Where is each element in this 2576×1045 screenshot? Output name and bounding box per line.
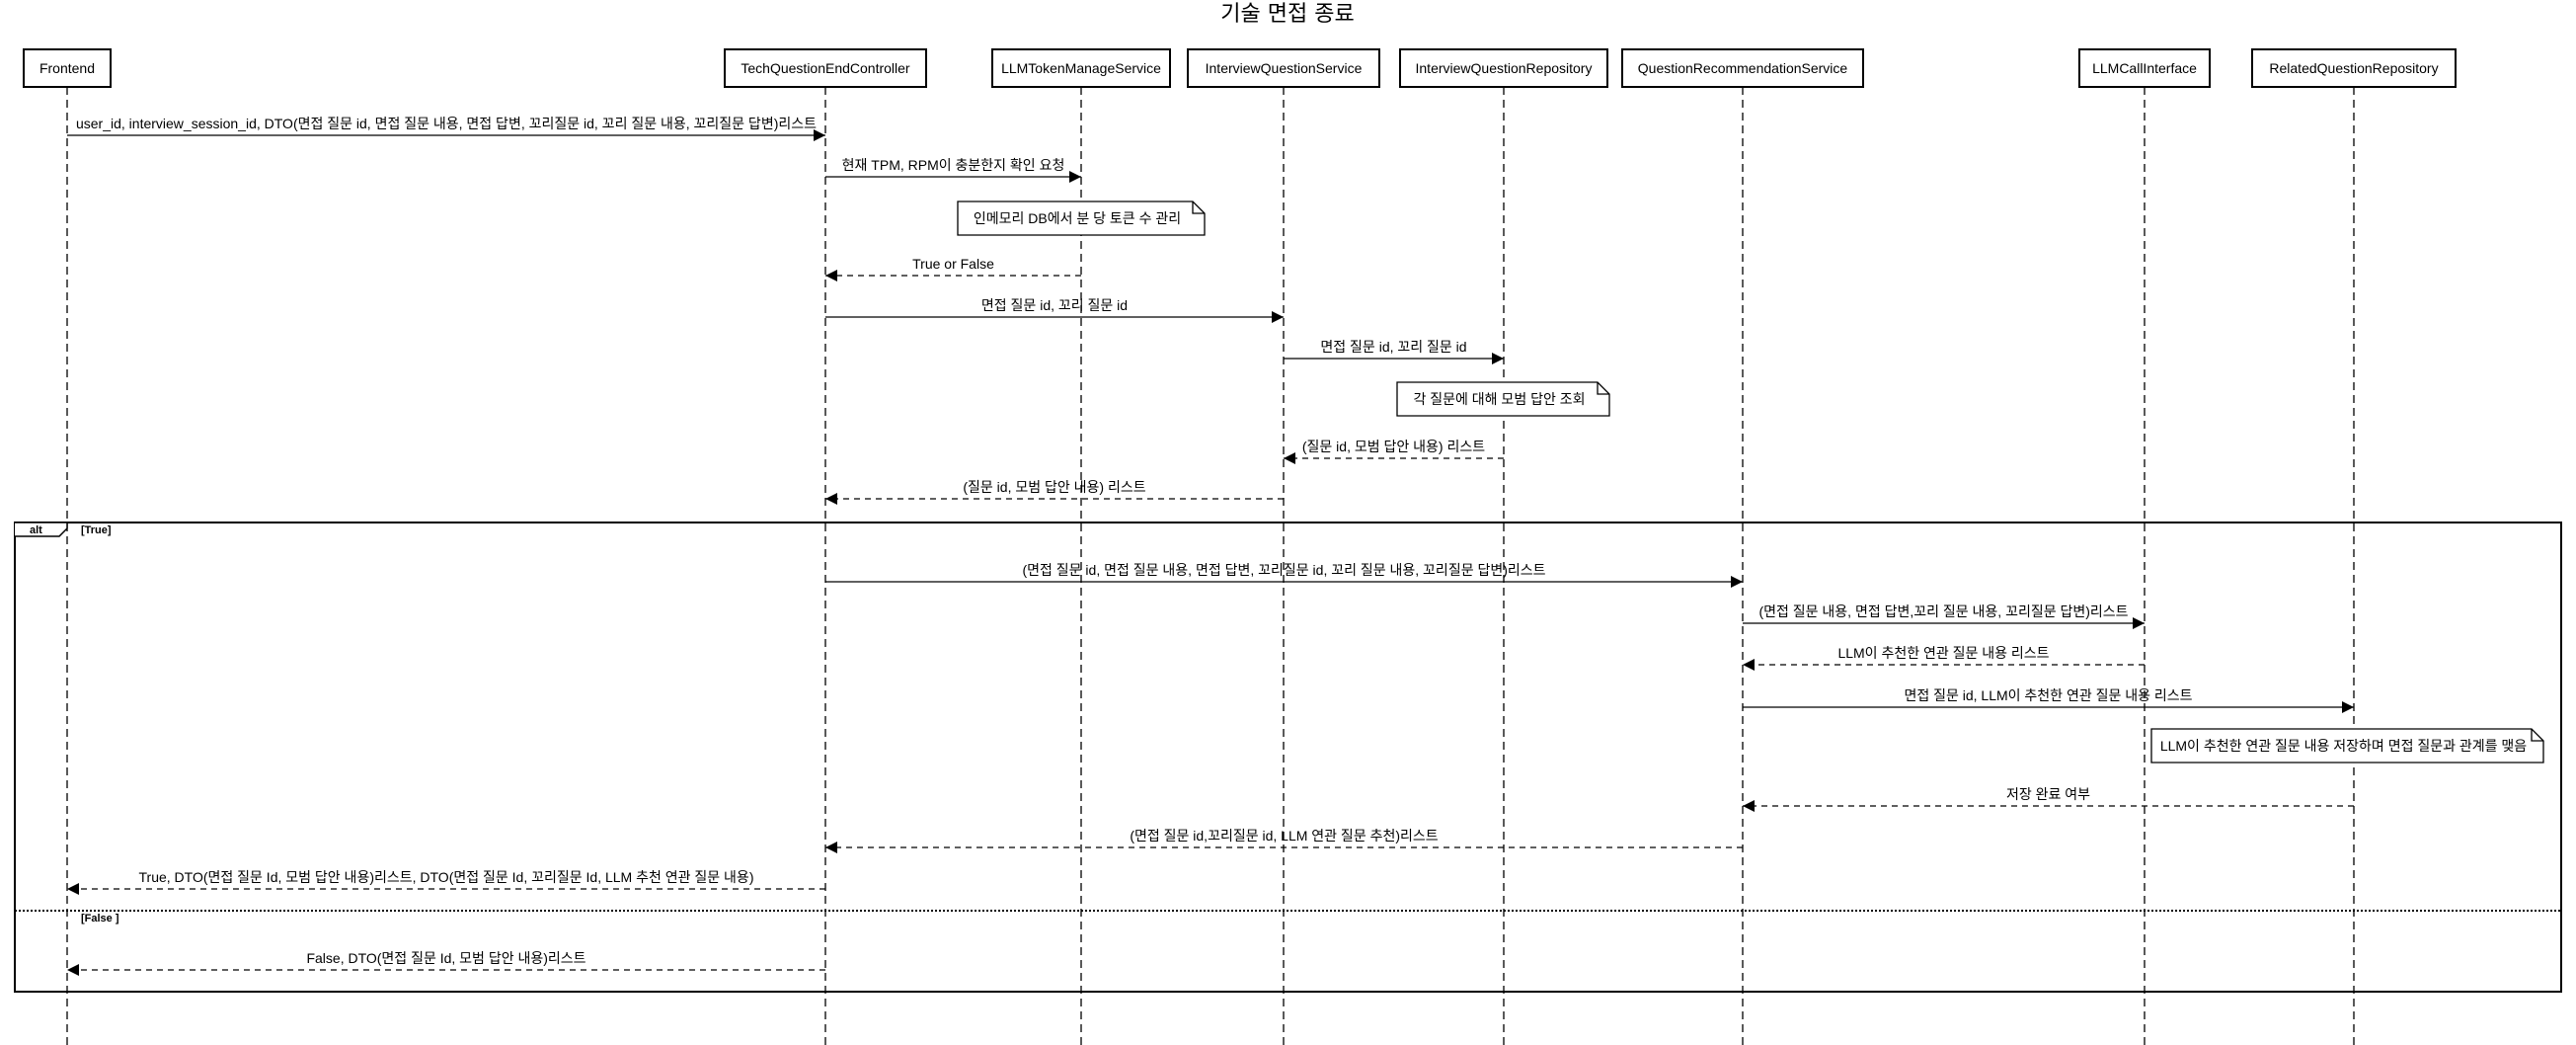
participant-box xyxy=(2251,48,2457,88)
participant-frontend: Frontend xyxy=(23,48,112,88)
note-3: LLM이 추천한 연관 질문 내용 저장하며 면접 질문과 관계를 맺음 xyxy=(2150,728,2544,764)
message-label: (면접 질문 내용, 면접 답변,꼬리 질문 내용, 꼬리질문 답변)리스트 xyxy=(1758,603,2128,619)
participant-label: RelatedQuestionRepository xyxy=(2269,60,2438,76)
note-text: 각 질문에 대해 모범 답안 조회 xyxy=(1413,391,1585,407)
participant-interviewquestionrepository: InterviewQuestionRepository xyxy=(1399,48,1608,88)
participant-label: QuestionRecommendationService xyxy=(1638,60,1848,76)
message-label: True or False xyxy=(912,256,994,272)
lifelines xyxy=(66,87,2355,1045)
message-14: True, DTO(면접 질문 Id, 모범 답안 내용)리스트, DTO(면접… xyxy=(67,869,825,895)
message-12: 저장 완료 여부 xyxy=(1743,786,2354,812)
participant-box xyxy=(991,48,1171,88)
participant-boxes: Frontend TechQuestionEndController LLMToke… xyxy=(23,48,2457,88)
message-label: 면접 질문 id, 꼬리 질문 id xyxy=(1320,339,1466,355)
participant-relatedquestionrepository: RelatedQuestionRepository xyxy=(2251,48,2457,88)
message-label: True, DTO(면접 질문 Id, 모범 답안 내용)리스트, DTO(면접… xyxy=(139,869,754,885)
messages: user_id, interview_session_id, DTO(면접 질문… xyxy=(67,116,2354,976)
diagram-title: 기술 면접 종료 xyxy=(1220,2,1354,27)
participant-interviewquestionservice: InterviewQuestionService xyxy=(1187,48,1380,88)
message-3: True or False xyxy=(825,256,1081,281)
message-label: LLM이 추천한 연관 질문 내용 리스트 xyxy=(1837,645,2049,661)
participant-llmcallinterface: LLMCallInterface xyxy=(2078,48,2211,88)
note-text: 인메모리 DB에서 분 당 토큰 수 관리 xyxy=(974,210,1181,226)
message-label: 저장 완료 여부 xyxy=(2006,786,2090,802)
participant-box xyxy=(2078,48,2211,88)
message-label: (면접 질문 id,꼬리질문 id, LLM 연관 질문 추천)리스트 xyxy=(1130,828,1438,844)
note-text: LLM이 추천한 연관 질문 내용 저장하며 면접 질문과 관계를 맺음 xyxy=(2160,738,2527,754)
message-label: 면접 질문 id, 꼬리 질문 id xyxy=(981,297,1128,313)
note-box xyxy=(957,201,1206,236)
message-label: (질문 id, 모범 답안 내용) 리스트 xyxy=(1302,439,1485,454)
participant-label: InterviewQuestionRepository xyxy=(1416,60,1593,76)
fragment-operator: alt xyxy=(30,524,42,536)
note-fold xyxy=(1192,201,1205,214)
participant-box xyxy=(1621,48,1864,88)
message-8: (면접 질문 id, 면접 질문 내용, 면접 답변, 꼬리질문 id, 꼬리 … xyxy=(825,562,1743,588)
participant-box xyxy=(1187,48,1380,88)
participant-llmtokenmanageservice: LLMTokenManageService xyxy=(991,48,1171,88)
note-1: 인메모리 DB에서 분 당 토큰 수 관리 xyxy=(957,201,1206,236)
note-box xyxy=(2150,728,2544,764)
message-label: 현재 TPM, RPM이 충분한지 확인 요청 xyxy=(842,157,1065,173)
note-box xyxy=(1396,381,1610,417)
message-6: (질문 id, 모범 답안 내용) 리스트 xyxy=(1284,439,1504,464)
message-label: False, DTO(면접 질문 Id, 모범 답안 내용)리스트 xyxy=(306,950,585,966)
participant-techquestionendcontroller: TechQuestionEndController xyxy=(724,48,927,88)
message-11: 면접 질문 id, LLM이 추천한 연관 질문 내용 리스트 xyxy=(1743,687,2354,713)
fragment-frame xyxy=(14,522,2562,993)
message-label: user_id, interview_session_id, DTO(면접 질문… xyxy=(76,116,817,131)
participant-box xyxy=(724,48,927,88)
message-label: (면접 질문 id, 면접 질문 내용, 면접 답변, 꼬리질문 id, 꼬리 … xyxy=(1022,562,1545,578)
participant-label: LLMCallInterface xyxy=(2092,60,2197,76)
message-15: False, DTO(면접 질문 Id, 모범 답안 내용)리스트 xyxy=(67,950,825,976)
participant-label: LLMTokenManageService xyxy=(1001,60,1161,76)
participant-questionrecommendationservice: QuestionRecommendationService xyxy=(1621,48,1864,88)
message-10: LLM이 추천한 연관 질문 내용 리스트 xyxy=(1743,645,2145,671)
note-fold xyxy=(2531,729,2543,742)
participant-label: TechQuestionEndController xyxy=(741,60,910,76)
fragment-guard-true: [True] xyxy=(81,524,112,536)
note-2: 각 질문에 대해 모범 답안 조회 xyxy=(1396,381,1610,417)
message-2: 현재 TPM, RPM이 충분한지 확인 요청 xyxy=(825,157,1081,183)
participant-label: Frontend xyxy=(39,60,95,76)
participant-label: InterviewQuestionService xyxy=(1206,60,1363,76)
message-13: (면접 질문 id,꼬리질문 id, LLM 연관 질문 추천)리스트 xyxy=(825,828,1743,853)
note-fold xyxy=(1597,382,1609,395)
message-4: 면접 질문 id, 꼬리 질문 id xyxy=(825,297,1284,323)
message-9: (면접 질문 내용, 면접 답변,꼬리 질문 내용, 꼬리질문 답변)리스트 xyxy=(1743,603,2145,629)
participant-box xyxy=(23,48,112,88)
message-label: 면접 질문 id, LLM이 추천한 연관 질문 내용 리스트 xyxy=(1904,687,2192,703)
message-7: (질문 id, 모범 답안 내용) 리스트 xyxy=(825,479,1284,505)
message-5: 면접 질문 id, 꼬리 질문 id xyxy=(1284,339,1504,364)
message-1: user_id, interview_session_id, DTO(면접 질문… xyxy=(67,116,825,141)
participant-box xyxy=(1399,48,1608,88)
fragment-guard-false: [False ] xyxy=(81,913,119,924)
fragment-operator-tab xyxy=(15,522,68,537)
notes: 인메모리 DB에서 분 당 토큰 수 관리각 질문에 대해 모범 답안 조회 LL… xyxy=(957,201,2544,764)
alt-fragment: alt [True] [False ] xyxy=(14,522,2562,993)
message-label: (질문 id, 모범 답안 내용) 리스트 xyxy=(963,479,1145,495)
